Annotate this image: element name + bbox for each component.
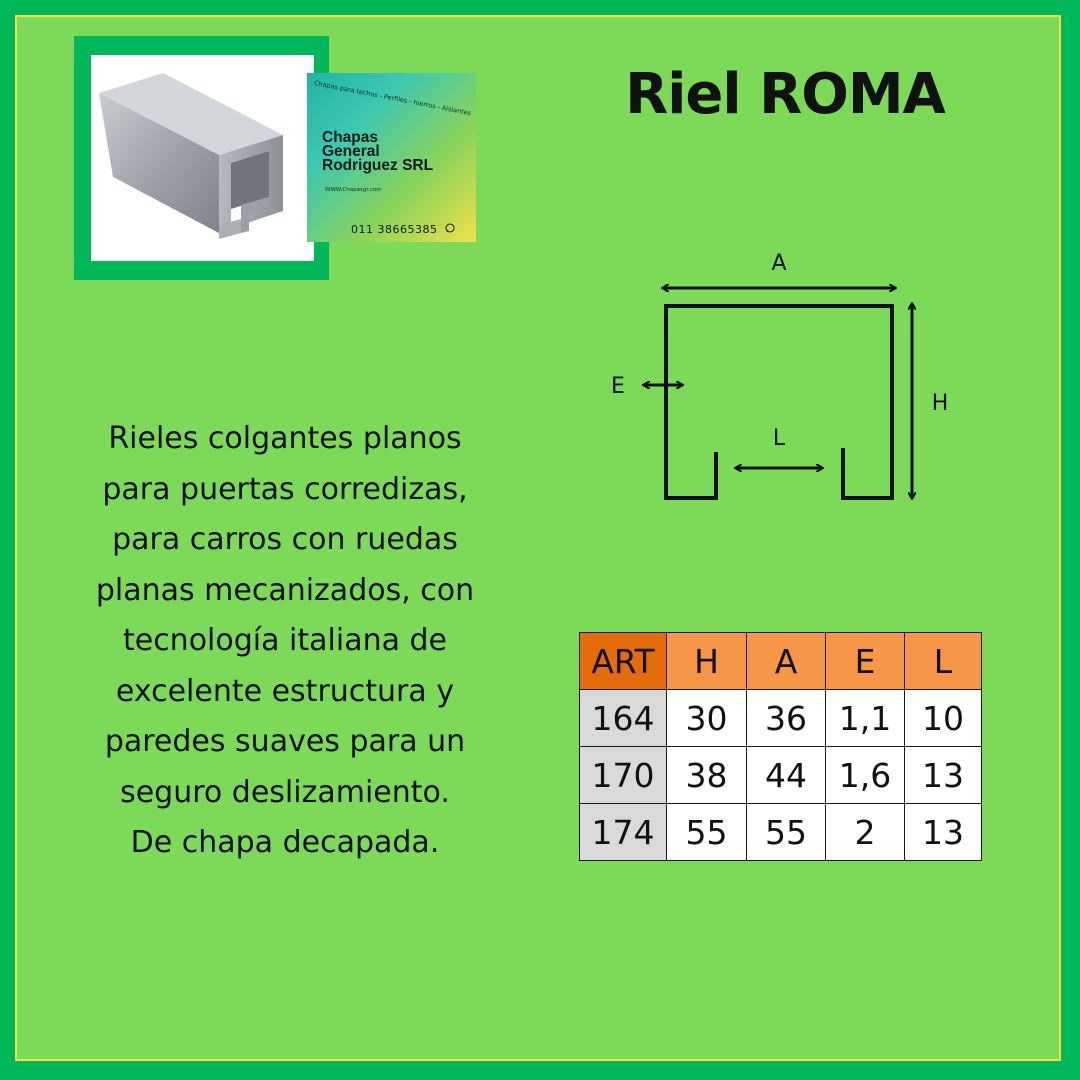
description-line: paredes suaves para un <box>104 724 466 759</box>
page-title: Riel ROMA <box>625 62 946 127</box>
table-header-row: ART H A E L <box>579 632 982 690</box>
dimension-l-label: L <box>773 426 786 451</box>
product-photo <box>91 55 314 261</box>
header-e: E <box>825 632 905 690</box>
logo-name-line: General <box>322 143 380 160</box>
profile-outline <box>664 304 894 500</box>
cell-a: 55 <box>746 803 826 861</box>
cell-a: 44 <box>746 746 826 804</box>
specifications-table: ART H A E L 164 30 36 1,1 10 170 38 44 1… <box>579 632 982 861</box>
description-line: tecnología italiana de <box>122 623 448 658</box>
description-line: De chapa decapada. <box>130 825 440 860</box>
description-line: excelente estructura y <box>115 673 455 709</box>
logo-name-line: Rodriguez SRL <box>322 157 434 174</box>
header-h: H <box>666 632 747 690</box>
header-a: A <box>746 632 826 690</box>
description-line: seguro deslizamiento. <box>120 774 450 810</box>
cell-l: 10 <box>904 689 982 747</box>
logo-name-line: Chapas <box>322 129 378 146</box>
logo-phone: 011 38665385 <box>351 223 438 236</box>
cell-a: 36 <box>746 689 826 747</box>
description-line: para carros con ruedas <box>112 522 458 557</box>
dimension-h-label: H <box>932 391 949 416</box>
whatsapp-icon <box>445 223 455 233</box>
cell-art: 164 <box>579 689 667 747</box>
logo-company-name: Chapas General Rodriguez SRL <box>322 129 434 174</box>
description-line: para puertas corredizas, <box>102 471 468 507</box>
cell-e: 2 <box>825 803 905 861</box>
cell-e: 1,6 <box>825 746 905 804</box>
cell-l: 13 <box>904 746 982 804</box>
description-line: Rieles colgantes planos <box>108 421 462 456</box>
cell-l: 13 <box>904 803 982 861</box>
product-description: Rieles colgantes planos para puertas cor… <box>60 414 510 869</box>
table-row: 164 30 36 1,1 10 <box>579 689 982 747</box>
cell-h: 38 <box>666 746 747 804</box>
dimension-e-label: E <box>611 374 625 399</box>
company-logo: Chapas para techos - Perfiles - hierros … <box>307 73 476 242</box>
profile-diagram: A H E L <box>611 251 949 500</box>
dimension-a-label: A <box>771 251 786 276</box>
description-line: planas mecanizados, con <box>95 572 475 608</box>
cell-h: 30 <box>666 689 747 747</box>
table-row: 170 38 44 1,6 13 <box>579 746 982 804</box>
logo-website: WWW.Chapasgr.com <box>325 187 382 193</box>
header-l: L <box>904 632 982 690</box>
header-art: ART <box>579 632 667 690</box>
logo-tagline: Chapas para techos - Perfiles - hierros … <box>313 79 472 118</box>
cell-h: 55 <box>666 803 747 861</box>
rail-image <box>99 73 283 239</box>
cell-art: 170 <box>579 746 667 804</box>
cell-art: 174 <box>579 803 667 861</box>
table-row: 174 55 55 2 13 <box>579 803 982 861</box>
cell-e: 1,1 <box>825 689 905 747</box>
